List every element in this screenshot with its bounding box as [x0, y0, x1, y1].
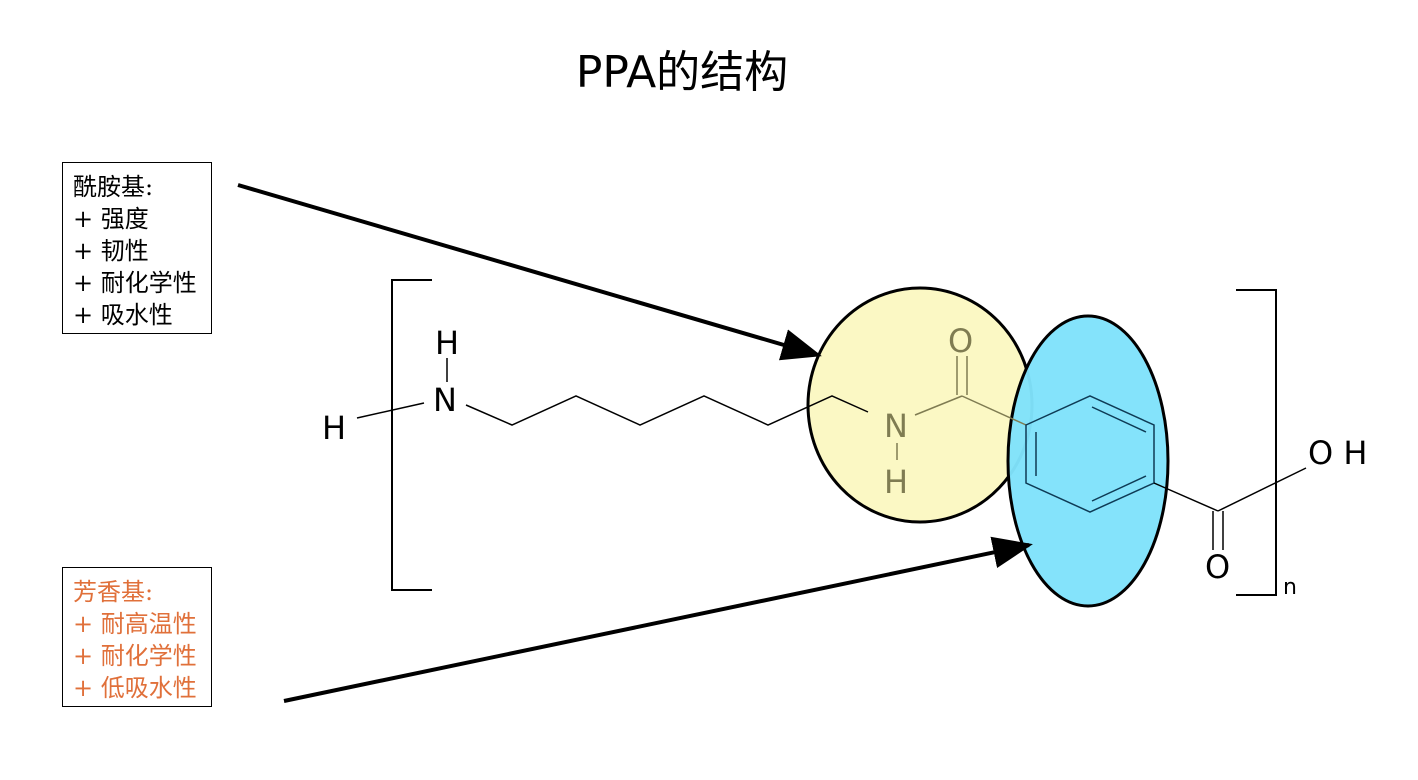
ring-double-bond — [1091, 475, 1147, 502]
atom-n-amide: N — [884, 407, 908, 445]
amide-property: + 耐化学性 — [73, 269, 197, 297]
repeat-subscript: n — [1283, 575, 1297, 600]
amide-property: + 强度 — [73, 205, 149, 233]
n-c-bond — [914, 395, 963, 416]
left-bracket — [391, 279, 432, 591]
atom-o-amide: O — [948, 322, 973, 360]
ring-c-bond — [1153, 482, 1219, 512]
atom-n-amine: N — [433, 381, 457, 419]
amide-pointer-arrow — [237, 183, 822, 361]
atom-o-acid: O — [1205, 548, 1230, 586]
amide-property: + 吸水性 — [73, 301, 173, 329]
right-bracket — [1236, 289, 1277, 596]
aryl-property: + 耐化学性 — [73, 642, 197, 670]
atom-h-amide: H — [884, 463, 908, 501]
amide-group-highlight — [806, 286, 1034, 524]
aryl-pointer-arrow — [283, 536, 1033, 703]
hexamethylene-chain — [465, 395, 869, 426]
aryl-heading: 芳香基: — [73, 578, 154, 606]
atom-oh-acid: O H — [1308, 434, 1367, 472]
aryl-property: + 耐高温性 — [73, 610, 197, 638]
atom-h-terminal: H — [322, 409, 346, 447]
h-n-bond — [356, 402, 425, 419]
ring-double-bond — [1091, 406, 1147, 433]
c-aryl-bond — [961, 395, 1027, 426]
c-oh-bond — [1217, 467, 1307, 512]
aryl-property: + 低吸水性 — [73, 674, 197, 702]
diagram-title: PPA的结构 — [575, 47, 789, 98]
amide-annotation-box: 酰胺基: + 强度 + 韧性 + 耐化学性 + 吸水性 — [62, 162, 212, 334]
aromatic-ring-highlight — [1006, 314, 1170, 608]
amide-heading: 酰胺基: — [73, 173, 154, 201]
atom-h-amine: H — [435, 324, 459, 362]
aryl-annotation-box: 芳香基: + 耐高温性 + 耐化学性 + 低吸水性 — [62, 567, 212, 707]
amide-property: + 韧性 — [73, 237, 149, 265]
